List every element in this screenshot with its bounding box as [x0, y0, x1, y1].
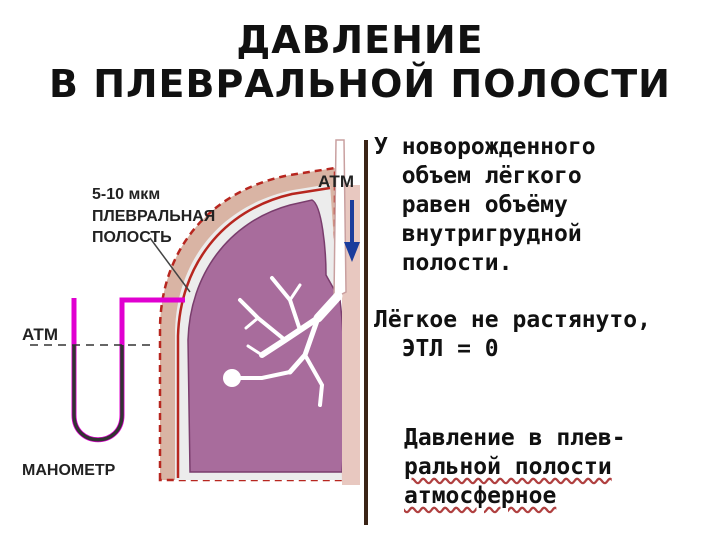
pleural-label-1: ПЛЕВРАЛЬНАЯ [92, 208, 216, 225]
bronchial-tree [238, 276, 343, 407]
text-line-span: Давление в плев- [404, 425, 626, 451]
text-line: внутригрудной [374, 221, 582, 247]
text-line: Давление в плев- [404, 424, 626, 453]
paragraph-1: У новорожденного объем лёгкого равен объ… [374, 133, 596, 278]
atm-arrow-head [344, 242, 360, 262]
text-line-span: ральной полости [404, 454, 612, 480]
pleural-pointer [149, 237, 191, 293]
pleural-label-2: ПОЛОСТЬ [92, 229, 172, 246]
paragraph-2: Лёгкое не растянуто, ЭТЛ = 0 [374, 306, 651, 364]
paragraph-3: Давление в плев-ральной полости атмосферн… [404, 424, 626, 511]
text-line: атмосферное [404, 482, 626, 511]
alveolus [223, 369, 241, 387]
trachea [333, 139, 347, 300]
mediastinum [342, 185, 360, 485]
gap-label: 5-10 мкм [92, 186, 161, 203]
page-title-line-2: В ПЛЕВРАЛЬНОЙ ПОЛОСТИ [49, 62, 671, 106]
text-line: равен объёму [374, 192, 568, 218]
manometer-label: МАНОМЕТР [22, 462, 116, 479]
visceral-pleura [176, 186, 331, 478]
text-line: У новорожденного [374, 134, 596, 160]
atm-top-label: АТМ [318, 172, 354, 191]
text-line: ральной полости [404, 453, 626, 482]
text-line: Лёгкое не растянуто, [374, 307, 651, 333]
text-line-span: атмосферное [404, 483, 557, 509]
text-line: объем лёгкого [374, 163, 582, 189]
manometer-tube-inner [72, 345, 124, 442]
text-line: ЭТЛ = 0 [374, 336, 499, 362]
divider [364, 140, 368, 525]
atm-left-label: АТМ [22, 325, 58, 344]
page-title-line-1: ДАВЛЕНИЕ [236, 18, 484, 62]
text-line: полости. [374, 250, 513, 276]
